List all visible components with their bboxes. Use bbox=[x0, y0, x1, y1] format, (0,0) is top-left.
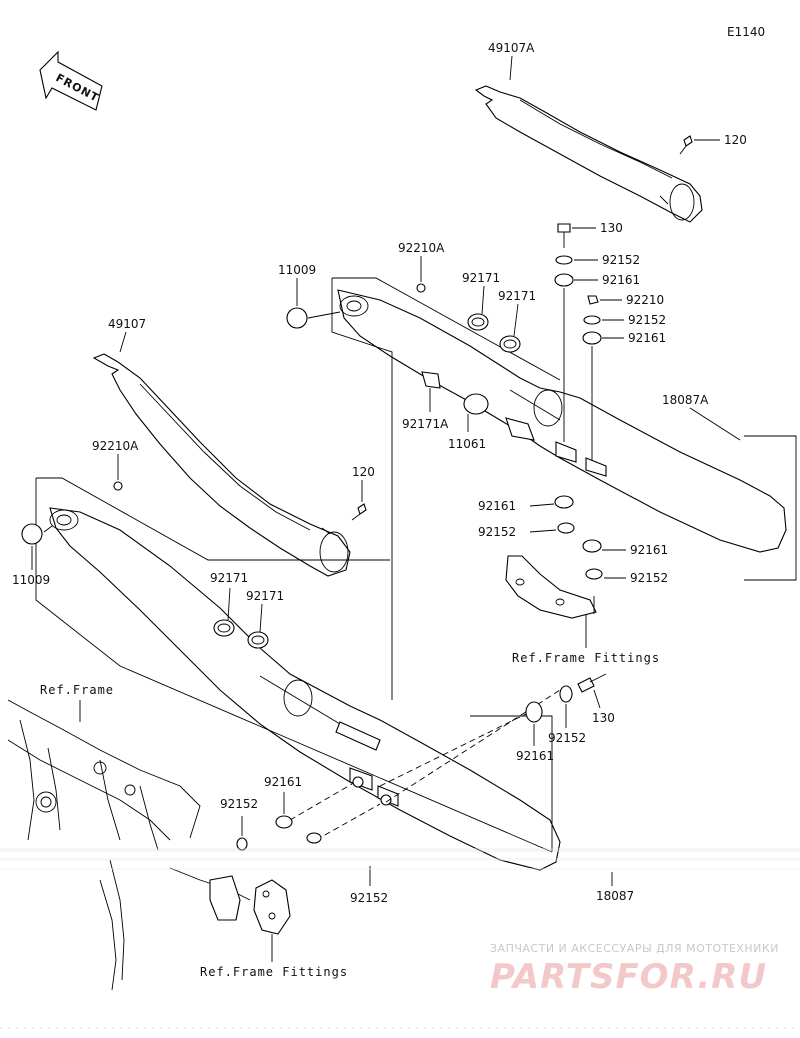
muffler-upper bbox=[337, 289, 787, 553]
label-92161-f: 92161 bbox=[264, 775, 302, 789]
label-92210A-top: 92210A bbox=[398, 241, 445, 255]
washer-92152-b-icon bbox=[583, 315, 601, 325]
watermark-brand: PARTSFOR.RU bbox=[490, 957, 767, 997]
washer-92152-d-icon bbox=[585, 568, 603, 580]
label-92152-c: 92152 bbox=[478, 525, 516, 539]
washer-92152-g-icon bbox=[306, 832, 322, 844]
gasket-11009-left-icon bbox=[21, 523, 43, 545]
watermark-tagline: ЗАПЧАСТИ И АКСЕССУАРЫ ДЛЯ МОТОТЕХНИКИ bbox=[490, 942, 779, 955]
washer-92152-a-icon bbox=[555, 255, 573, 265]
bolt-130-bottom-icon bbox=[577, 673, 607, 693]
nut-92210A-top-icon bbox=[416, 283, 426, 293]
washer-92152-c-icon bbox=[557, 522, 575, 534]
grommet-92161-b-icon bbox=[582, 331, 602, 345]
washer-92152-e-icon bbox=[559, 685, 573, 703]
label-92152-b: 92152 bbox=[628, 313, 666, 327]
clamp-92171-lower-a-icon bbox=[213, 619, 235, 637]
muffler-upper-tab bbox=[555, 441, 577, 463]
label-92161-b: 92161 bbox=[628, 331, 666, 345]
label-120-mid: 120 bbox=[352, 465, 375, 479]
label-18087: 18087 bbox=[596, 889, 634, 903]
label-18087A: 18087A bbox=[662, 393, 709, 407]
label-92171-a: 92171 bbox=[462, 271, 500, 285]
muffler-upper-tab bbox=[585, 457, 607, 477]
upper-group-bracket bbox=[331, 278, 393, 700]
pipe-joint-icon bbox=[505, 417, 535, 441]
bolt-130-top-icon bbox=[557, 223, 571, 248]
label-92171-b: 92171 bbox=[498, 289, 536, 303]
clamp-92171A-icon bbox=[421, 371, 441, 389]
grommet-92161-d-icon bbox=[582, 539, 602, 553]
label-120-top: 120 bbox=[724, 133, 747, 147]
grommet-92161-e-icon bbox=[525, 701, 543, 723]
clamp-92171-upper-b-icon bbox=[499, 335, 521, 353]
label-92152-e: 92152 bbox=[548, 731, 586, 745]
label-11061: 11061 bbox=[448, 437, 486, 451]
label-92161-a: 92161 bbox=[602, 273, 640, 287]
washer-92152-f-icon bbox=[236, 837, 248, 851]
ref-frame-fittings-top: Ref.Frame Fittings bbox=[512, 651, 660, 665]
label-11009-top: 11009 bbox=[278, 263, 316, 277]
collar-11061-icon bbox=[463, 393, 489, 415]
clamp-92171-lower-b-icon bbox=[247, 631, 269, 649]
diagram-code: E1140 bbox=[727, 25, 765, 39]
label-92161-e: 92161 bbox=[516, 749, 554, 763]
ref-frame-fittings-bottom: Ref.Frame Fittings bbox=[200, 965, 348, 979]
label-92171-d: 92171 bbox=[246, 589, 284, 603]
frame-sketch bbox=[7, 699, 251, 991]
muffler-lower bbox=[49, 507, 561, 871]
label-92152-d: 92152 bbox=[630, 571, 668, 585]
heat-shield-upper bbox=[474, 85, 703, 223]
label-92161-d: 92161 bbox=[630, 543, 668, 557]
clamp-92171-upper-a-icon bbox=[467, 313, 489, 331]
grommet-92161-c-icon bbox=[554, 495, 574, 509]
label-92152-g: 92152 bbox=[350, 891, 388, 905]
label-92210: 92210 bbox=[626, 293, 664, 307]
label-92171A: 92171A bbox=[402, 417, 449, 431]
heat-shield-lower bbox=[92, 353, 351, 577]
gasket-11009-top-icon bbox=[286, 307, 308, 329]
grommet-92161-f-icon bbox=[275, 815, 293, 829]
bolt-120-mid-icon bbox=[351, 503, 367, 521]
label-92152-f: 92152 bbox=[220, 797, 258, 811]
label-130-bottom: 130 bbox=[592, 711, 615, 725]
label-49107A: 49107A bbox=[488, 41, 535, 55]
frame-fitting-upper bbox=[505, 555, 597, 619]
label-92210A-left: 92210A bbox=[92, 439, 139, 453]
label-130-top: 130 bbox=[600, 221, 623, 235]
nut-92210A-left-icon bbox=[113, 481, 123, 491]
label-11009-left: 11009 bbox=[12, 573, 50, 587]
scan-noise-band bbox=[0, 848, 800, 870]
lower-group-bracket bbox=[35, 478, 553, 853]
bolt-120-top-icon bbox=[679, 135, 693, 155]
label-92152-a: 92152 bbox=[602, 253, 640, 267]
nut-92210-icon bbox=[587, 295, 599, 305]
label-92161-c: 92161 bbox=[478, 499, 516, 513]
grommet-92161-a-icon bbox=[554, 273, 574, 287]
frame-fitting-lower bbox=[253, 879, 291, 935]
label-92171-c: 92171 bbox=[210, 571, 248, 585]
label-49107: 49107 bbox=[108, 317, 146, 331]
ref-frame: Ref.Frame bbox=[40, 683, 114, 697]
front-arrow-icon: FRONT bbox=[39, 50, 103, 111]
